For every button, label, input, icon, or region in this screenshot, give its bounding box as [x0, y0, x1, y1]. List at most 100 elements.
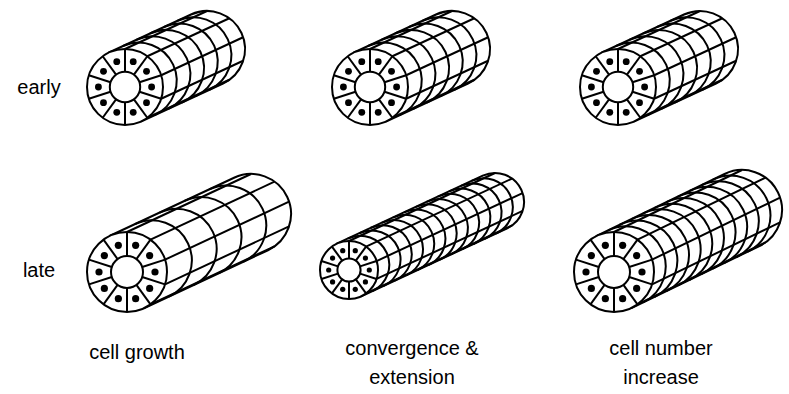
- nucleus: [115, 242, 122, 249]
- cell-wall: [142, 260, 165, 267]
- lumen: [111, 256, 143, 288]
- tube-end: [332, 49, 408, 125]
- row-label: early: [4, 73, 74, 102]
- lumen: [598, 256, 630, 288]
- nucleus: [633, 285, 640, 292]
- cell-wall: [384, 92, 406, 99]
- nucleus: [388, 99, 395, 106]
- nucleus: [358, 109, 365, 116]
- nucleus: [606, 58, 613, 65]
- cell-boundary: [165, 226, 289, 284]
- cell-wall: [617, 102, 619, 125]
- nucleus: [130, 109, 137, 116]
- nucleus: [151, 268, 158, 275]
- cell-wall: [379, 99, 392, 117]
- cell-wall: [139, 92, 161, 99]
- cell-wall: [629, 260, 652, 267]
- nucleus: [113, 58, 120, 65]
- nucleus: [115, 295, 122, 302]
- cell-boundary: [654, 37, 736, 75]
- nucleus: [606, 109, 613, 116]
- nucleus: [101, 252, 108, 259]
- cell-wall: [139, 75, 161, 82]
- nucleus: [148, 84, 155, 91]
- cell-boundary: [377, 211, 523, 279]
- cell-wall: [332, 247, 342, 261]
- cell-wall: [89, 277, 112, 284]
- nucleus: [101, 285, 108, 292]
- cell-boundary: [638, 242, 766, 304]
- nucleus: [375, 109, 382, 116]
- tube: [87, 174, 291, 312]
- nucleus: [330, 279, 335, 284]
- cell-wall: [369, 102, 371, 125]
- nucleus: [623, 58, 630, 65]
- cell-wall: [582, 92, 604, 99]
- cell-boundary: [614, 170, 742, 232]
- tube: [580, 11, 738, 125]
- cell-wall: [89, 75, 111, 82]
- cell-wall: [632, 75, 654, 82]
- nucleus: [146, 285, 153, 292]
- nucleus: [602, 295, 609, 302]
- cell-wall: [124, 102, 126, 125]
- nucleus: [353, 287, 358, 292]
- nucleus: [340, 84, 347, 91]
- nucleus: [602, 242, 609, 249]
- cell-boundary: [652, 198, 780, 260]
- cell-boundary: [377, 193, 523, 261]
- nucleus: [636, 99, 643, 106]
- nucleus: [633, 252, 640, 259]
- cell-wall: [103, 56, 116, 74]
- cell-boundary: [127, 174, 251, 232]
- nucleus: [95, 268, 102, 275]
- cell-wall: [124, 49, 126, 72]
- cell-wall: [103, 240, 117, 259]
- nucleus: [132, 295, 139, 302]
- nucleus: [367, 267, 372, 272]
- cell-wall: [369, 49, 371, 72]
- lumen: [603, 72, 633, 102]
- cell-wall: [321, 261, 338, 266]
- cell-boundary: [161, 37, 243, 75]
- cell-wall: [126, 288, 128, 312]
- cell-wall: [334, 92, 356, 99]
- tube-end: [574, 232, 654, 312]
- lumen: [355, 72, 385, 102]
- cell-boundary: [652, 222, 780, 284]
- cell-wall: [613, 288, 615, 312]
- cell-wall: [89, 260, 112, 267]
- cell-boundary: [147, 18, 229, 56]
- tube-end: [87, 49, 163, 125]
- nucleus: [113, 109, 120, 116]
- cell-wall: [576, 260, 599, 267]
- tube: [320, 173, 524, 299]
- nucleus: [358, 58, 365, 65]
- nucleus: [326, 267, 331, 272]
- nucleus: [363, 279, 368, 284]
- column-label: convergence & extension: [332, 334, 492, 392]
- cell-boundary: [165, 202, 289, 260]
- nucleus: [143, 68, 150, 75]
- tube-end: [320, 241, 378, 299]
- cell-wall: [136, 285, 150, 304]
- nucleus: [619, 295, 626, 302]
- nucleus: [146, 252, 153, 259]
- cell-wall: [360, 274, 377, 279]
- cell-wall: [356, 279, 366, 293]
- cell-boundary: [406, 37, 488, 75]
- cell-boundary: [349, 173, 495, 241]
- cell-wall: [632, 92, 654, 99]
- tube-end: [580, 49, 656, 125]
- cell-wall: [142, 277, 165, 284]
- nucleus: [619, 242, 626, 249]
- nucleus: [593, 99, 600, 106]
- cell-boundary: [638, 178, 766, 240]
- cell-boundary: [151, 182, 275, 240]
- cell-boundary: [366, 225, 512, 293]
- cell-boundary: [151, 246, 275, 304]
- nucleus: [582, 268, 589, 275]
- nucleus: [641, 84, 648, 91]
